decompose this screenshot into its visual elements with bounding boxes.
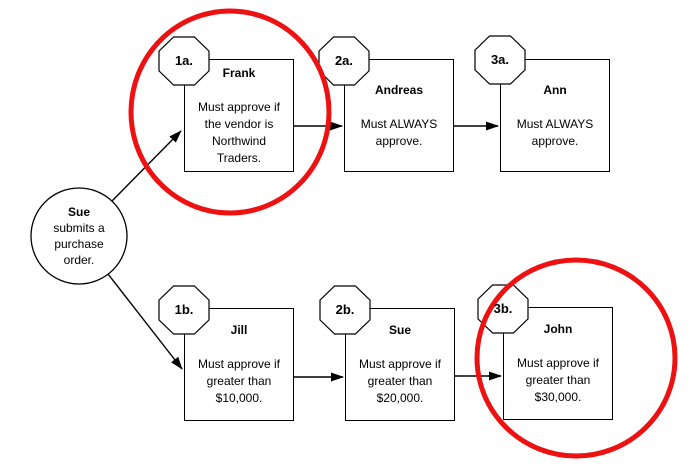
node-ann-title: Ann [543,82,567,97]
start-node-text-line: purchase [54,237,104,251]
node-frank-text-line: Traders. [216,150,262,165]
connector-start-to-1b [107,273,183,370]
node-frank-text-line: Must approve if [197,99,281,114]
node-frank: Frank Must approve if the vendor is Nort… [184,59,294,172]
node-sue: Sue Must approve if greater than $20,000… [345,308,455,421]
node-john-text-line: $30,000. [534,390,582,404]
node-frank-text-line: Northwind [211,133,267,148]
badge-label-1a: 1a. [174,53,194,68]
start-node-label: Sue submits a purchase order. [29,188,129,284]
start-node-name: Sue [67,205,90,219]
node-ann-text-line: approve. [531,133,579,148]
node-sue-text-line: Must approve if [358,357,442,371]
node-frank-title: Frank [222,65,256,80]
badge-label-2a: 2a. [334,53,354,68]
node-andreas-text-line: approve. [375,133,423,148]
node-andreas-title: Andreas [374,82,424,97]
node-john-text-line: Must approve if [516,356,600,370]
node-ann-text-line: Must ALWAYS [516,116,594,131]
node-sue-text-line: $20,000. [376,391,424,405]
node-john: John Must approve if greater than $30,00… [503,307,613,420]
node-sue-title: Sue [388,323,411,337]
node-john-text-line: greater than [525,373,591,387]
node-andreas-text-line: Must ALWAYS [360,116,438,131]
node-jill-title: Jill [230,323,248,337]
node-ann: Ann Must ALWAYS approve. [500,59,610,172]
node-sue-text-line: greater than [367,374,433,388]
badge-label-3b: 3b. [493,301,513,316]
node-frank-text-line: the vendor is [204,116,274,131]
start-node-text-line: order. [63,253,95,267]
badge-label-3a: 3a. [490,52,510,67]
node-john-title: John [543,322,573,336]
start-node-text-line: submits a [53,221,105,235]
node-jill-text-line: greater than [206,374,272,388]
node-jill: Jill Must approve if greater than $10,00… [184,308,294,421]
badge-label-1b: 1b. [174,302,194,317]
node-jill-text-line: $10,000. [215,391,263,405]
badge-label-2b: 2b. [335,302,355,317]
node-andreas: Andreas Must ALWAYS approve. [344,59,454,172]
node-jill-text-line: Must approve if [197,357,281,371]
